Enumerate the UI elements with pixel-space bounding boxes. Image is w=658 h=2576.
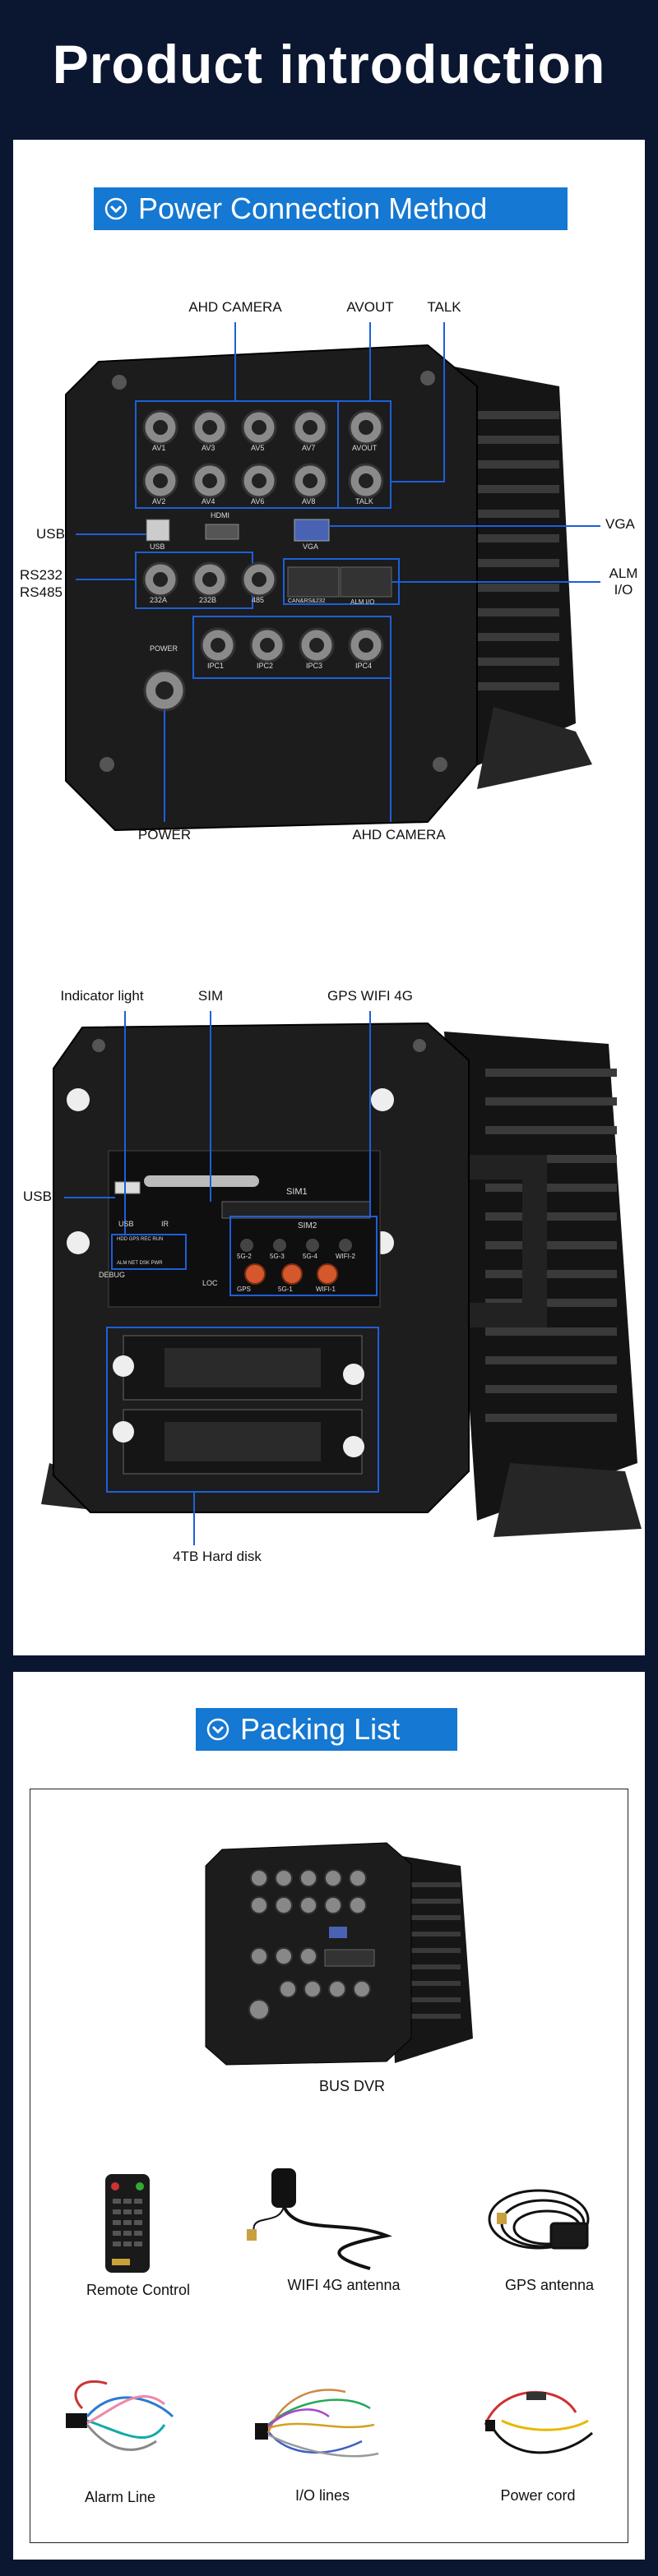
- port-485: 485: [252, 596, 265, 604]
- packing-list-badge-text: Packing List: [240, 1712, 401, 1746]
- port-hdmi: HDMI: [211, 511, 229, 519]
- panel-sim2: SIM2: [298, 1221, 317, 1230]
- port-vga: VGA: [303, 542, 319, 551]
- panel-antenna-5g3: 5G-3: [270, 1253, 285, 1260]
- bus-dvr-image: [205, 1842, 473, 2066]
- label-ahd-camera-top: AHD CAMERA: [188, 299, 282, 315]
- label-ahd-camera-bottom: AHD CAMERA: [352, 827, 446, 843]
- port-alm-io: ALM I/O: [350, 598, 375, 606]
- port-ipc2: IPC2: [257, 662, 274, 670]
- packing-list-panel: [13, 1672, 645, 2560]
- item-label-wifi-4g-antenna: WIFI 4G antenna: [287, 2277, 401, 2293]
- item-label-alarm-line: Alarm Line: [84, 2489, 156, 2505]
- label-gps-wifi-4g: GPS WIFI 4G: [327, 988, 413, 1004]
- panel-antenna-gps: GPS: [237, 1286, 251, 1293]
- port-talk: TALK: [355, 497, 373, 506]
- wifi-4g-antenna-image: [247, 2168, 392, 2270]
- alarm-line-image: [66, 2380, 174, 2451]
- panel-antenna-5g2: 5G-2: [237, 1253, 252, 1260]
- io-lines-image: [255, 2389, 379, 2458]
- panel-antenna-wifi1: WIFI-1: [316, 1286, 336, 1293]
- port-av1: AV1: [152, 444, 166, 452]
- label-sim: SIM: [197, 988, 224, 1004]
- port-av5: AV5: [251, 444, 265, 452]
- port-ipc1: IPC1: [207, 662, 225, 670]
- power-cord-image: [484, 2390, 593, 2454]
- remote-control-image: [105, 2174, 150, 2273]
- port-avout: AVOUT: [352, 444, 378, 452]
- port-usb: USB: [150, 542, 165, 551]
- port-av7: AV7: [302, 444, 316, 452]
- label-usb-front: USB: [23, 1189, 52, 1204]
- page-title: Product introduction: [52, 34, 606, 95]
- panel-debug: DEBUG: [99, 1271, 126, 1279]
- label-avout: AVOUT: [346, 299, 394, 315]
- panel-led-bottom: ALM NET DSK PWR: [117, 1261, 163, 1266]
- chevron-down-circle-icon: [206, 1718, 229, 1741]
- panel-antenna-wifi2: WIFI-2: [336, 1253, 355, 1260]
- label-hard-disk: 4TB Hard disk: [173, 1549, 262, 1564]
- port-av6: AV6: [251, 497, 265, 506]
- label-rs485: RS485: [20, 584, 63, 600]
- label-usb-rear: USB: [36, 526, 65, 542]
- port-can: CAN&RS&232: [288, 598, 326, 604]
- power-connection-badge: Power Connection Method: [94, 187, 568, 230]
- port-ipc4: IPC4: [355, 662, 373, 670]
- port-av4: AV4: [202, 497, 215, 506]
- port-av8: AV8: [302, 497, 316, 506]
- packing-list-frame: [30, 1789, 628, 2543]
- item-label-bus-dvr: BUS DVR: [318, 2078, 386, 2094]
- label-talk: TALK: [427, 299, 461, 315]
- packing-list-badge: Packing List: [196, 1708, 457, 1751]
- chevron-down-circle-icon: [104, 197, 127, 220]
- label-indicator-light: Indicator light: [60, 988, 144, 1004]
- port-av2: AV2: [152, 497, 166, 506]
- label-power: POWER: [137, 827, 192, 843]
- panel-ir: IR: [161, 1220, 169, 1228]
- panel-antenna-5g4: 5G-4: [303, 1253, 317, 1260]
- power-connection-badge-text: Power Connection Method: [138, 192, 488, 225]
- port-power: POWER: [150, 644, 178, 653]
- port-ipc3: IPC3: [306, 662, 323, 670]
- item-label-gps-antenna: GPS antenna: [504, 2277, 595, 2293]
- item-label-remote-control: Remote Control: [86, 2282, 191, 2298]
- port-232a: 232A: [150, 596, 168, 604]
- panel-usb: USB: [118, 1220, 134, 1228]
- front-device-illustration: [41, 1011, 642, 1545]
- panel-loc: LOC: [202, 1279, 218, 1287]
- port-av3: AV3: [202, 444, 215, 452]
- gps-antenna-image: [488, 2189, 590, 2250]
- rear-device-illustration: [65, 322, 600, 832]
- label-alm-io: ALM I/O: [609, 566, 638, 598]
- item-label-io-lines: I/O lines: [294, 2487, 350, 2504]
- label-rs232: RS232: [20, 567, 63, 583]
- panel-antenna-5g1: 5G-1: [278, 1286, 293, 1293]
- panel-led-top: HDD GPS REC RUN: [117, 1237, 164, 1242]
- port-232b: 232B: [199, 596, 217, 604]
- item-label-power-cord: Power cord: [500, 2487, 576, 2504]
- label-vga: VGA: [605, 516, 635, 532]
- panel-sim1: SIM1: [286, 1187, 308, 1197]
